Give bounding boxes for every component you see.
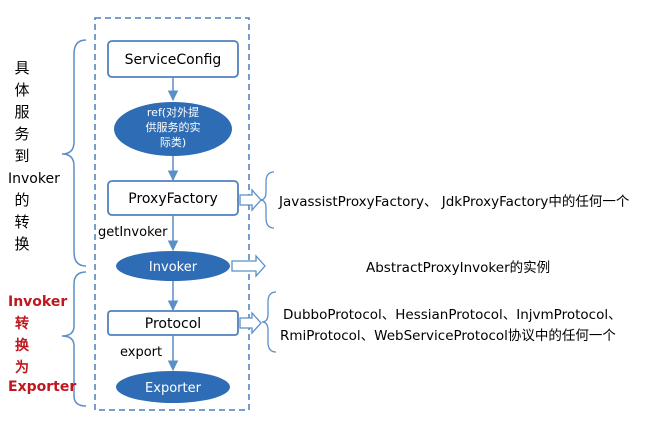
- note-protocol-line: DubboProtocol、HessianProtocol、InjvmProto…: [283, 307, 622, 323]
- left-label-top-char: 转: [14, 213, 29, 231]
- export-label: export: [120, 345, 162, 360]
- right-brace-proxyfactory: [259, 171, 275, 229]
- right-brace-protocol: [261, 291, 277, 353]
- left-label-bottom-word: Invoker: [8, 294, 67, 310]
- ref-label-line: 供服务的实: [146, 120, 201, 134]
- left-label-bottom: Invoker 转 换 为 Exporter: [8, 294, 76, 395]
- exporter-label: Exporter: [145, 381, 202, 396]
- left-label-top-char: 换: [14, 235, 29, 253]
- dashed-container: [94, 17, 250, 411]
- service-config-label: ServiceConfig: [125, 52, 222, 68]
- proxy-factory-label: ProxyFactory: [128, 191, 218, 207]
- left-label-top-char: 体: [14, 81, 29, 99]
- left-label-top-char: 的: [14, 191, 29, 209]
- left-label-bottom-word: Exporter: [8, 379, 76, 395]
- invoker-node: [116, 251, 230, 281]
- ref-label-line: 际类): [160, 135, 186, 149]
- left-label-top-char: 务: [14, 125, 29, 143]
- block-arrow-protocol: [239, 311, 262, 335]
- protocol-label: Protocol: [145, 316, 201, 332]
- get-invoker-label: getInvoker: [98, 225, 168, 240]
- block-arrow-invoker: [231, 254, 266, 278]
- left-label-top: 具 体 服 务 到 Invoker 的 转 换: [8, 59, 60, 253]
- block-arrow-proxyfactory: [239, 188, 262, 212]
- note-proxyfactory: JavassistProxyFactory、 JdkProxyFactory中的…: [278, 194, 630, 210]
- left-brace-bottom: [61, 271, 87, 407]
- note-invoker: AbstractProxyInvoker的实例: [366, 260, 550, 276]
- ref-node: [114, 102, 232, 156]
- left-label-top-word: Invoker: [8, 171, 60, 187]
- left-label-bottom-char: 换: [15, 337, 30, 354]
- left-label-top-char: 服: [14, 103, 29, 121]
- left-label-top-char: 具: [14, 59, 29, 77]
- left-label-top-char: 到: [14, 147, 29, 165]
- invoker-label: Invoker: [149, 260, 198, 275]
- ref-label-line: ref(对外提: [147, 105, 199, 119]
- note-protocol-line: RmiProtocol、WebServiceProtocol协议中的任何一个: [280, 328, 616, 344]
- exporter-node: [116, 371, 230, 403]
- left-label-bottom-char: 转: [15, 315, 29, 332]
- left-brace-top: [61, 39, 87, 267]
- left-label-bottom-char: 为: [15, 359, 29, 376]
